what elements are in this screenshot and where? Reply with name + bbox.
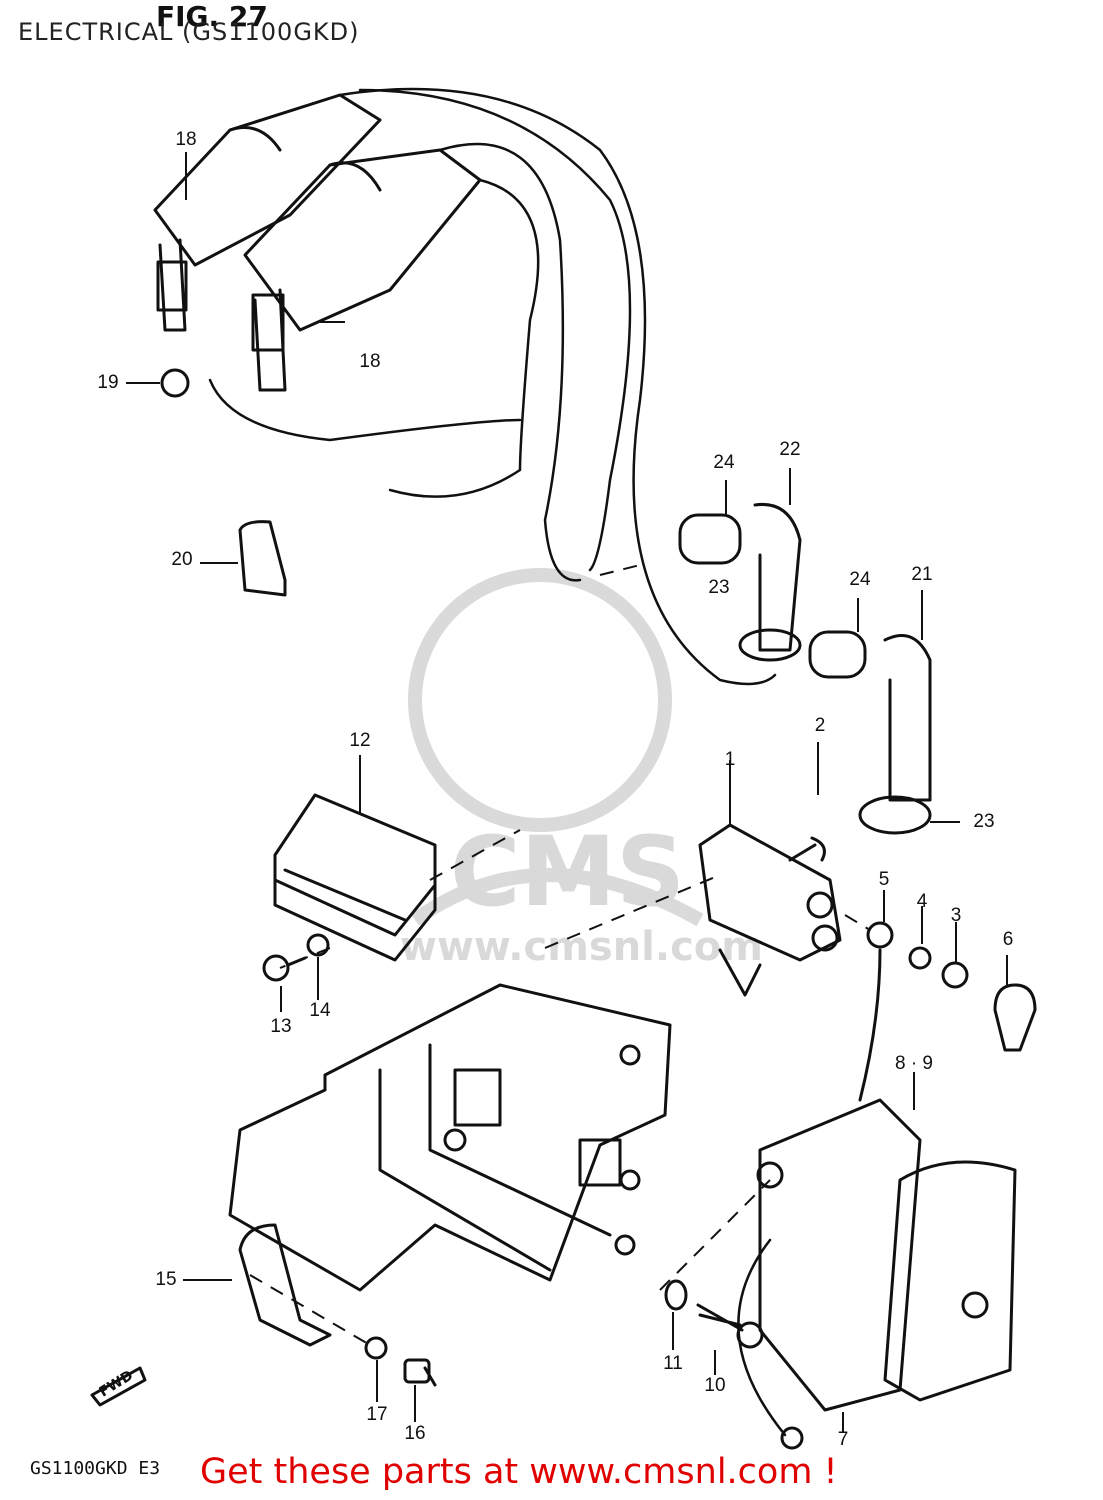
fuse-box (756, 1098, 1017, 1412)
callout-24-lower[interactable]: 24 (849, 569, 871, 590)
callout-16[interactable]: 16 (404, 1423, 426, 1444)
callout-24-upper[interactable]: 24 (713, 452, 735, 473)
figure-label: FIG. 27 (156, 0, 268, 33)
callout-13[interactable]: 13 (270, 1016, 292, 1037)
cms-watermark-text: CMS www.cmsnl.com (400, 816, 763, 970)
callout-4[interactable]: 4 (916, 891, 928, 912)
lead-terminal (780, 1426, 804, 1450)
callout-8-9[interactable]: 8 · 9 (894, 1053, 934, 1074)
starter-lead (858, 921, 894, 1102)
bolt-2 (788, 836, 826, 862)
callout-5[interactable]: 5 (878, 869, 890, 890)
callout-19[interactable]: 19 (97, 372, 119, 393)
wire-clamp (238, 520, 287, 597)
callout-17[interactable]: 17 (366, 1404, 388, 1425)
fwd-arrow (90, 1366, 147, 1407)
callout-18-top[interactable]: 18 (175, 129, 197, 150)
callout-20[interactable]: 20 (171, 549, 193, 570)
callout-12[interactable]: 12 (349, 730, 371, 751)
ignition-coil-rear (153, 93, 382, 332)
washer-11 (664, 1279, 688, 1311)
callout-7[interactable]: 7 (837, 1429, 849, 1450)
get-parts-link[interactable]: Get these parts at www.cmsnl.com ! (200, 1452, 838, 1492)
svg-text:www.cmsnl.com: www.cmsnl.com (400, 924, 763, 970)
callout-6[interactable]: 6 (1002, 929, 1014, 950)
diagram-code: GS1100GKD E3 (30, 1458, 161, 1479)
terminal-cap-6 (993, 983, 1037, 1052)
callout-21[interactable]: 21 (911, 564, 933, 585)
callout-3[interactable]: 3 (950, 905, 962, 926)
high-tension-leads (208, 87, 777, 686)
fuse-lead (737, 1238, 787, 1437)
callout-23-upper[interactable]: 23 (708, 577, 730, 598)
callout-2[interactable]: 2 (814, 715, 826, 736)
nut-3 (941, 961, 969, 989)
svg-text:CMS: CMS (450, 816, 685, 928)
nut-19 (160, 368, 190, 398)
callout-15[interactable]: 15 (155, 1269, 177, 1290)
screw-16 (403, 1358, 437, 1387)
page-title: ELECTRICAL (GS1100GKD) (18, 18, 360, 46)
callout-18-bottom[interactable]: 18 (359, 351, 381, 372)
plug-caps (678, 502, 932, 835)
callout-10[interactable]: 10 (704, 1375, 726, 1396)
callout-23-lower[interactable]: 23 (973, 811, 995, 832)
callout-1[interactable]: 1 (724, 749, 736, 770)
washer-4 (908, 946, 932, 970)
washer-14 (306, 933, 330, 957)
battery-holder-bracket (228, 983, 672, 1347)
callout-22[interactable]: 22 (779, 439, 801, 460)
callout-14[interactable]: 14 (309, 1000, 331, 1021)
voltage-regulator (273, 793, 437, 962)
bolt-10 (696, 1303, 764, 1349)
washer-17 (364, 1336, 388, 1360)
callout-11[interactable]: 11 (663, 1353, 683, 1374)
